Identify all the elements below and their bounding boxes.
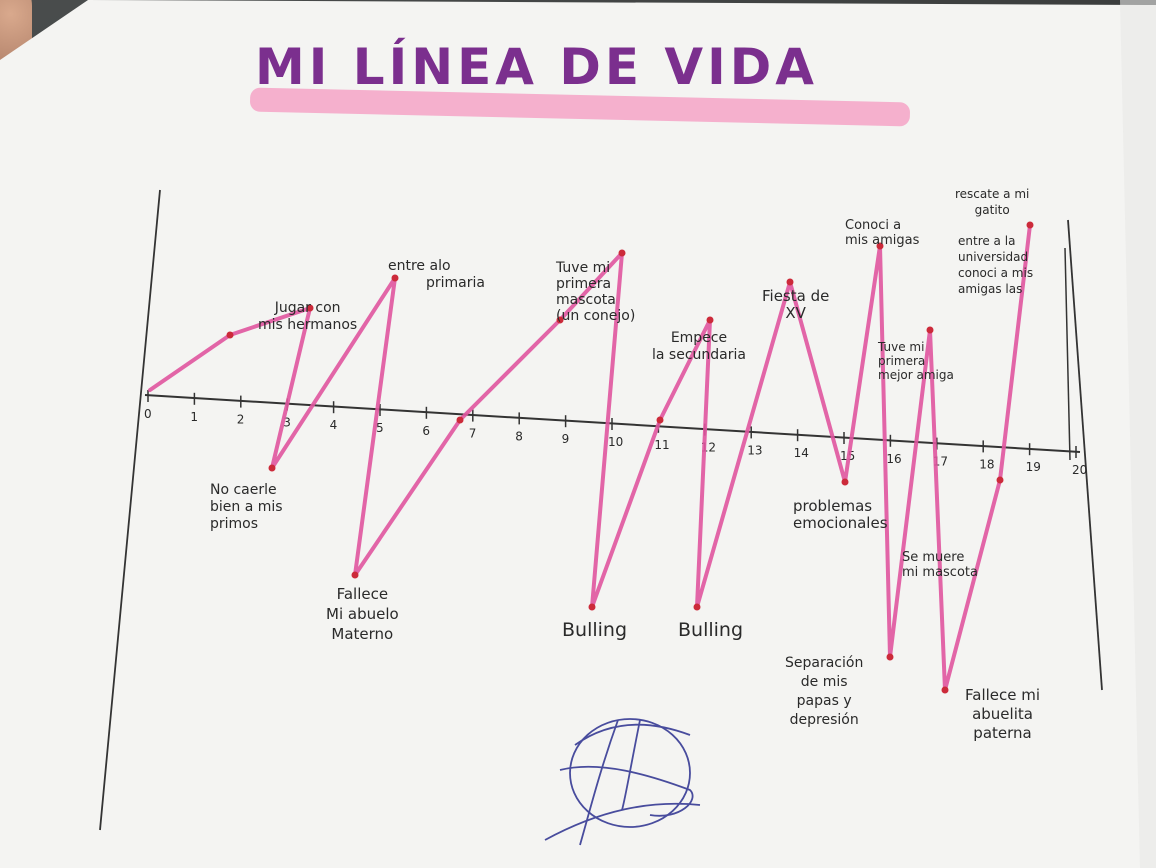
- event-dot: [656, 416, 664, 424]
- left-axis: [99, 189, 161, 831]
- axis-tick-label: 14: [794, 446, 809, 460]
- axis-tick-label: 0: [144, 407, 152, 421]
- event-dot: [556, 316, 564, 324]
- event-dot: [926, 326, 934, 334]
- event-dots: [226, 221, 1034, 694]
- axis-tick-label: 6: [422, 424, 430, 438]
- axis-tick-label: 5: [376, 421, 384, 435]
- axis-tick-label: 8: [515, 429, 523, 443]
- event-dot: [841, 478, 849, 486]
- event-dot: [351, 571, 359, 579]
- event-dot: [786, 278, 794, 286]
- event-dot: [618, 249, 626, 257]
- axis-tick-label: 20: [1072, 463, 1087, 477]
- axis-tick-label: 3: [283, 415, 291, 429]
- event-dot: [268, 464, 276, 472]
- axis-tick-label: 16: [886, 452, 901, 466]
- axis-tick-label: 7: [469, 427, 477, 441]
- axis-tick-label: 4: [330, 418, 338, 432]
- page-title: MI LÍNEA DE VIDA: [255, 38, 818, 96]
- axis-tick-label: 13: [747, 443, 762, 457]
- event-dot: [876, 242, 884, 250]
- event-dot: [706, 316, 714, 324]
- event-dot: [306, 304, 314, 312]
- event-dot: [693, 603, 701, 611]
- axis-tick-label: 9: [562, 432, 570, 446]
- axis-tick-label: 18: [979, 457, 994, 471]
- axis-tick-label: 11: [654, 438, 669, 452]
- right-axis: [1067, 219, 1103, 691]
- event-dot: [886, 653, 894, 661]
- signature: [544, 718, 701, 846]
- axis-tick-label: 1: [190, 410, 198, 424]
- event-dot: [391, 274, 399, 282]
- event-dot: [996, 476, 1004, 484]
- event-dot: [456, 416, 464, 424]
- axis-tick-label: 2: [237, 413, 245, 427]
- label-bulling-1: Bulling: [562, 619, 628, 641]
- axis-tick-label: 19: [1026, 460, 1041, 474]
- event-dot: [941, 686, 949, 694]
- event-dot: [226, 331, 234, 339]
- event-dot: [1026, 221, 1034, 229]
- axis-tick-label: 10: [608, 435, 623, 449]
- label-bulling-2: Bulling: [678, 619, 744, 641]
- right-axis-top: [1064, 247, 1071, 461]
- event-dot: [588, 603, 596, 611]
